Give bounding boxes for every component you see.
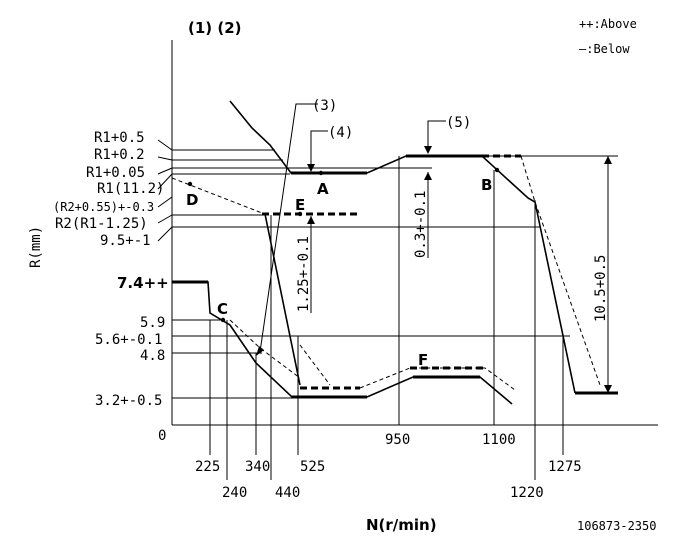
y-label-r1: R1(11.2): [97, 181, 164, 197]
footer-code: 106873-2350: [577, 519, 656, 533]
point-f-label: F: [418, 351, 428, 369]
point-a-marker: [318, 170, 324, 176]
dim-3-arrow-top: [604, 156, 612, 164]
point-c-label: C: [217, 300, 228, 318]
y-label-r2-plus-055: (R2+0.55)+-0.3: [53, 200, 154, 214]
y-label-r1-plus-005: R1+0.05: [86, 165, 145, 181]
e-drop-dashed: [299, 344, 331, 386]
x-label-1220: 1220: [510, 485, 544, 501]
leader-r2-plus-055: [157, 196, 173, 208]
point-e-label: E: [295, 196, 305, 214]
upper-curve-above-slope: [520, 155, 601, 386]
leader-r1-plus-05: [157, 139, 173, 151]
callout-4: (4): [328, 125, 353, 141]
leader-9-5: [157, 226, 173, 242]
point-b-marker: [494, 167, 500, 173]
callout-4-leader: [310, 130, 328, 168]
y-label-r1-plus-05: R1+0.5: [94, 130, 145, 146]
x-axis-title: N(r/min): [366, 516, 437, 534]
leader-r2: [157, 214, 173, 224]
x-label-240: 240: [222, 485, 247, 501]
lower-curve-above: [229, 319, 301, 379]
y-label-5-6: 5.6+-0.1: [95, 332, 162, 348]
point-c-marker: [220, 317, 226, 323]
header-notes: (1) (2): [188, 19, 242, 37]
y-label-r2: R2(R1-1.25): [55, 216, 148, 232]
y-label-r1-plus-02: R1+0.2: [94, 147, 145, 163]
leader-r1-plus-005: [157, 167, 173, 175]
origin-label: 0: [158, 428, 166, 444]
x-label-340: 340: [245, 459, 270, 475]
leader-r1-plus-02: [157, 156, 173, 161]
legend-above: ++:Above: [579, 17, 637, 31]
leader-r1: [157, 173, 173, 190]
dim-3-arrow-bottom: [604, 385, 612, 393]
callout-3: (3): [312, 98, 337, 114]
legend-below: —:Below: [579, 42, 630, 56]
e-drop-line: [264, 213, 301, 386]
dim-2-label: 0.3+-0.1: [413, 191, 429, 258]
x-label-440: 440: [275, 485, 300, 501]
x-label-225: 225: [195, 459, 220, 475]
y-label-9-5: 9.5+-1: [100, 233, 151, 249]
dim-2-arrow: [424, 172, 432, 180]
x-label-525: 525: [300, 459, 325, 475]
callout-5-arrow: [424, 146, 432, 154]
x-label-1275: 1275: [548, 459, 582, 475]
point-b-label: B: [481, 176, 492, 194]
point-d-label: D: [186, 191, 198, 209]
dim-1-label: 1.25+-0.1: [296, 236, 312, 312]
y-label-4-8: 4.8: [140, 348, 165, 364]
d-branch-dashed: [171, 177, 263, 214]
x-label-950: 950: [385, 432, 410, 448]
x-label-1100: 1100: [482, 432, 516, 448]
callout-5: (5): [446, 115, 471, 131]
upper-curve-below: [229, 100, 576, 394]
point-d-marker: [187, 181, 193, 187]
callout-3-leader: [259, 103, 318, 353]
dim-1-arrow: [307, 216, 315, 224]
callout-5-leader: [427, 120, 446, 150]
point-a-label: A: [317, 180, 329, 198]
callout-3-arrow: [256, 346, 264, 356]
point-e-marker: [297, 211, 303, 217]
y-axis-title: R(mm): [28, 226, 44, 268]
y-label-3-2: 3.2+-0.5: [95, 393, 162, 409]
dim-3-label: 10.5+0.5: [593, 255, 609, 322]
callout-4-arrow: [307, 164, 315, 172]
y-label-5-9: 5.9: [140, 315, 165, 331]
y-label-7-4: 7.4++: [117, 274, 169, 292]
